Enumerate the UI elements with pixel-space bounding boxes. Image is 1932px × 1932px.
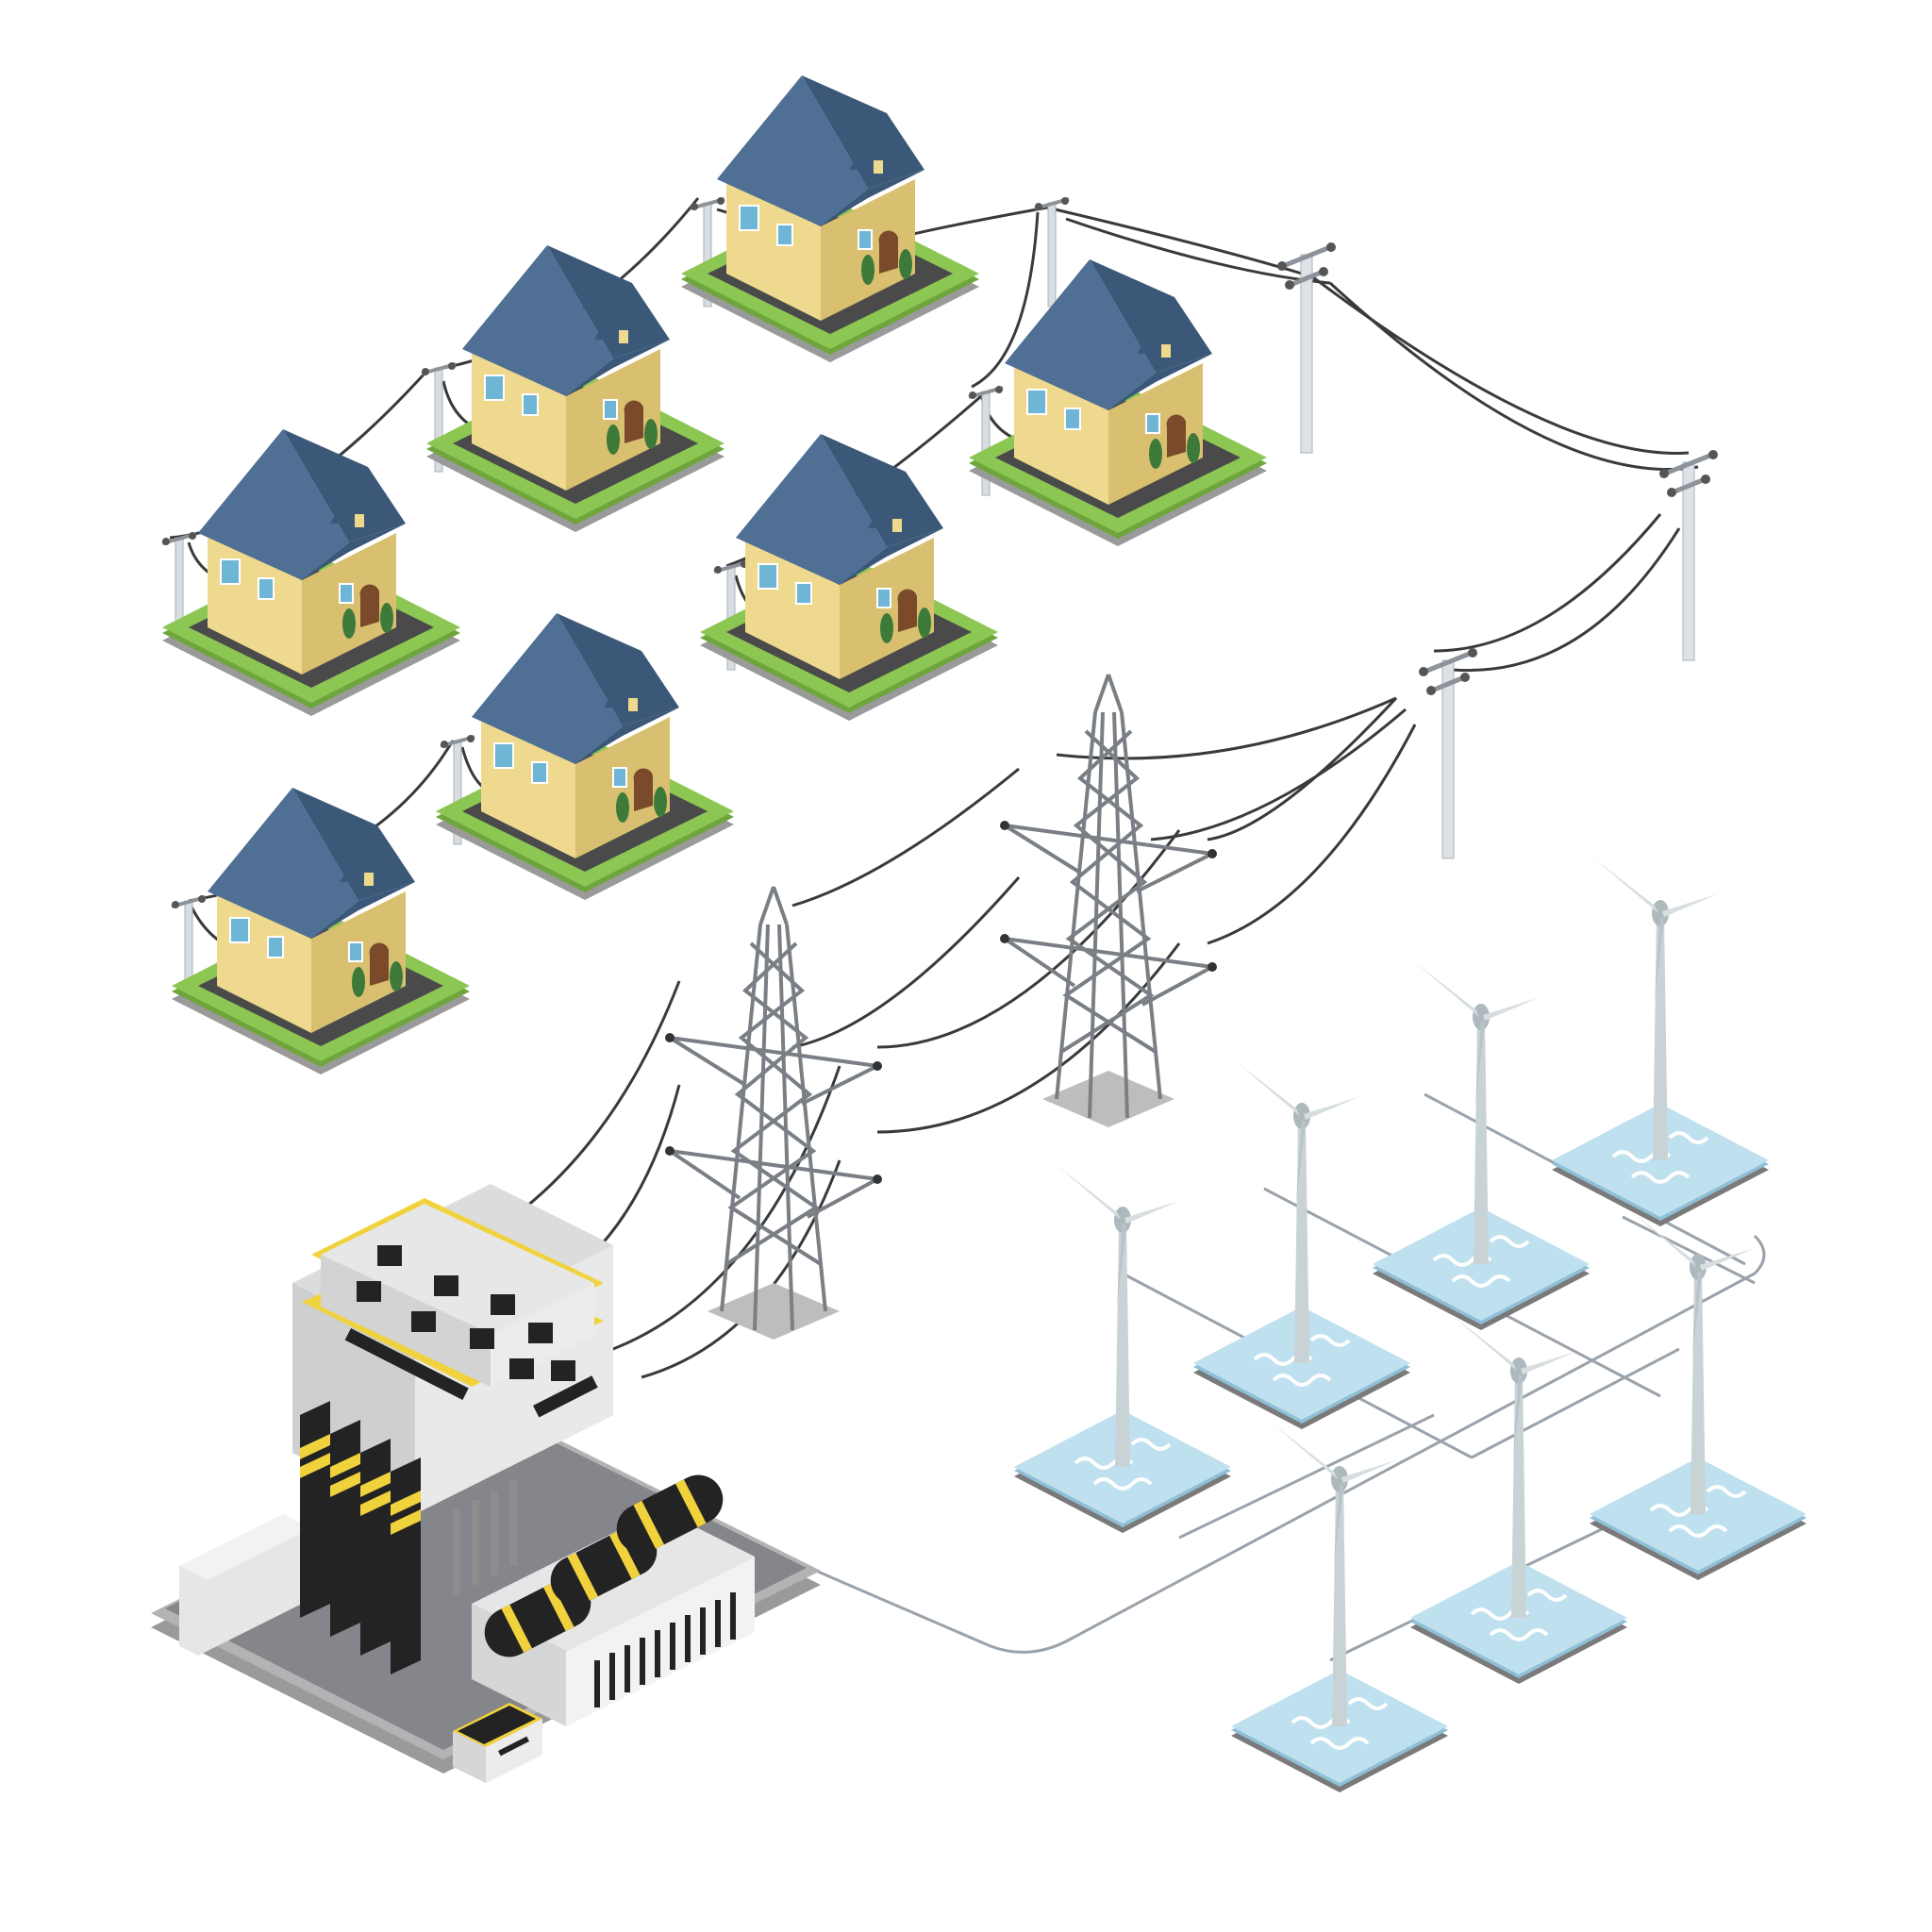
wind-turbine bbox=[1191, 1059, 1412, 1431]
wind-turbine bbox=[1588, 1210, 1808, 1582]
house bbox=[968, 258, 1268, 547]
house bbox=[680, 75, 980, 363]
utility-pole-tall bbox=[1419, 648, 1477, 858]
wind-turbine bbox=[1229, 1423, 1450, 1794]
power-plant bbox=[151, 1184, 821, 1783]
utility-pole-tall bbox=[1659, 450, 1718, 660]
wind-turbine bbox=[1371, 960, 1591, 1332]
transmission-tower bbox=[663, 885, 884, 1341]
transmission-towers bbox=[663, 673, 1219, 1341]
plant-vent-row bbox=[594, 1592, 736, 1707]
wind-turbine bbox=[1408, 1314, 1629, 1686]
house bbox=[171, 787, 471, 1075]
utility-pole-tall bbox=[1277, 242, 1336, 453]
transmission-tower bbox=[998, 673, 1219, 1129]
overhead-wires bbox=[169, 197, 1699, 1379]
wind-turbine bbox=[1550, 857, 1771, 1228]
house bbox=[435, 612, 735, 901]
plant-window-row bbox=[344, 1328, 598, 1418]
gatehouse bbox=[453, 1703, 542, 1783]
house bbox=[425, 244, 725, 533]
storage-tanks bbox=[484, 1474, 724, 1657]
wind-turbines bbox=[1012, 857, 1808, 1794]
house bbox=[699, 433, 999, 722]
utility-pole bbox=[1033, 195, 1071, 308]
